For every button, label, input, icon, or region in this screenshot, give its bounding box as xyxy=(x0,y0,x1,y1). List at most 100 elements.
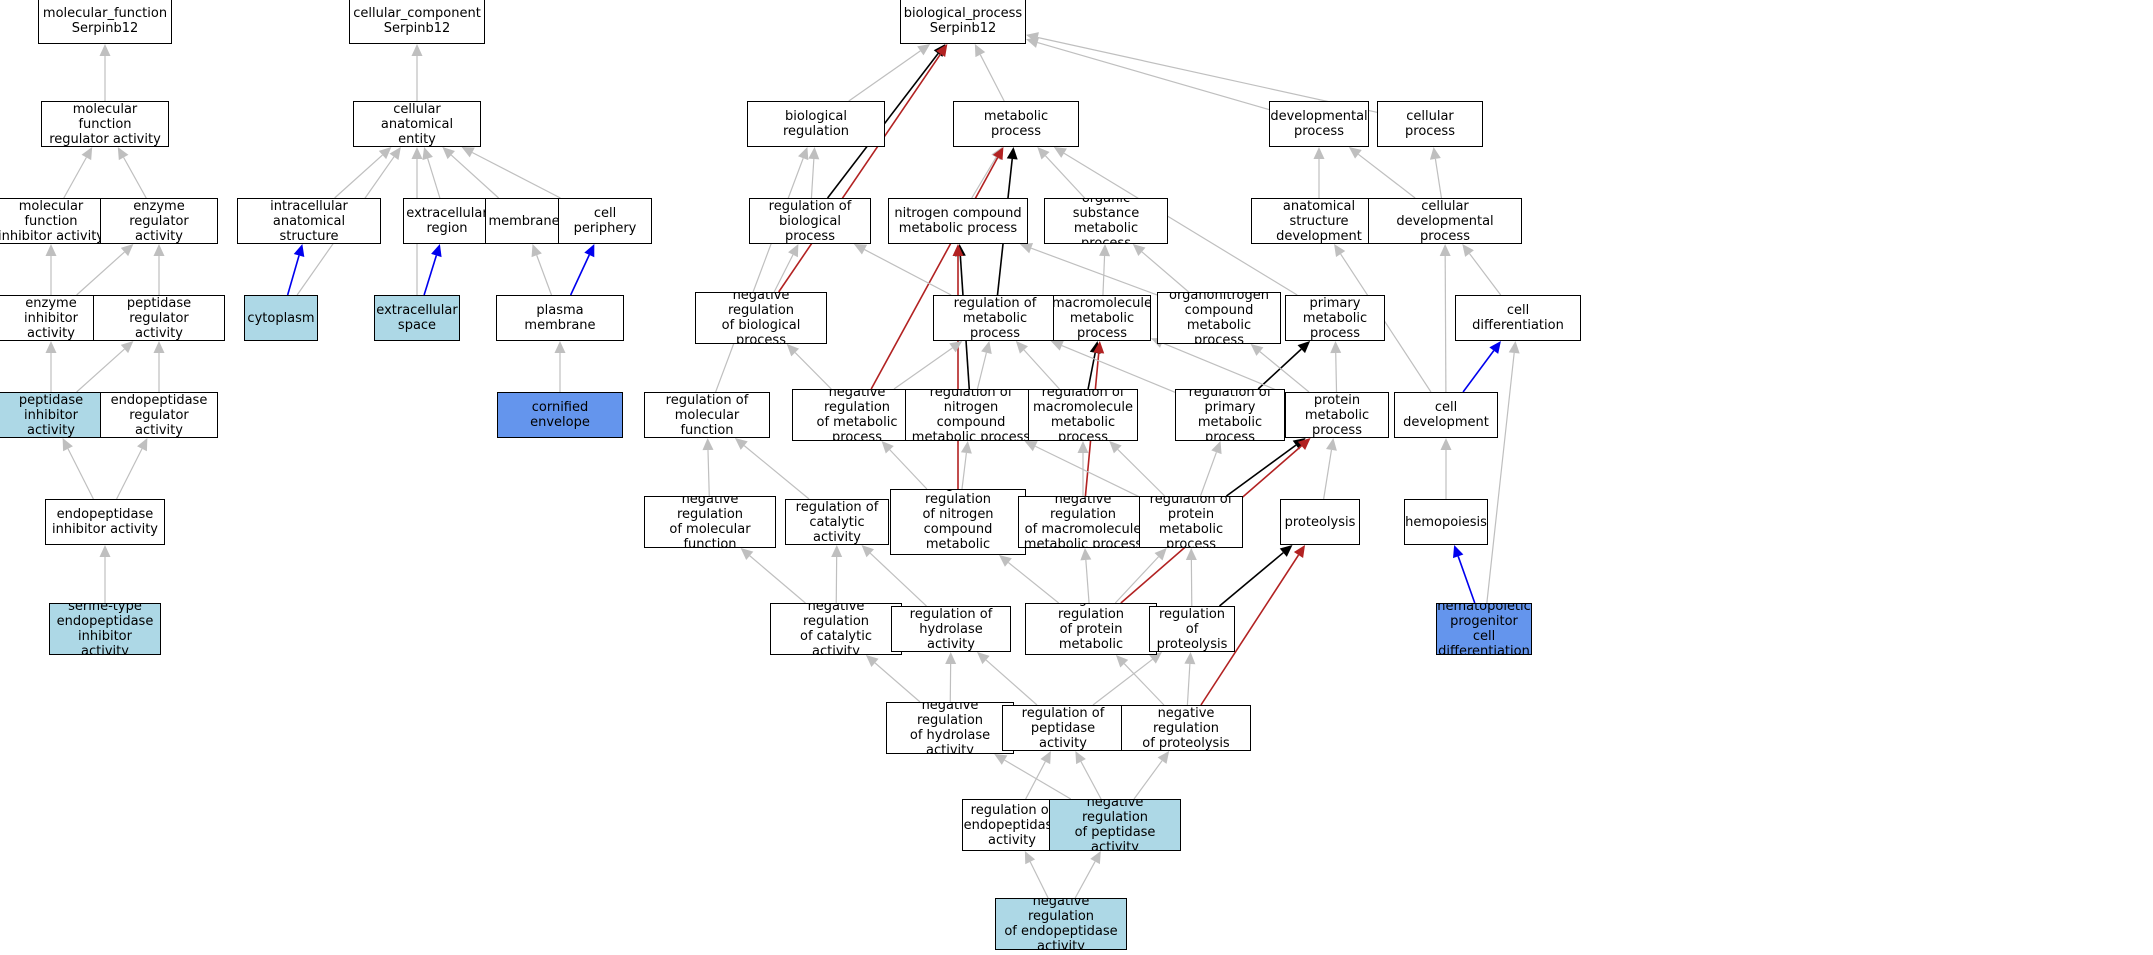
edge-neg_reg_proteolysis-to-reg_proteolysis xyxy=(1186,663,1191,706)
node-regulation-of-metabolic-process[interactable]: regulation of metabolic process xyxy=(933,295,1057,341)
node-regulation-of-molecular-function[interactable]: regulation of molecular function xyxy=(644,392,770,438)
edge-arrowhead-mf_inh-to-mf_reg xyxy=(81,147,93,161)
node-intracellular-anatomical-structure[interactable]: intracellular anatomical structure xyxy=(237,198,381,244)
node-plasma-membrane[interactable]: plasma membrane xyxy=(496,295,624,341)
node-negative-regulation-of-molecular-function[interactable]: negative regulation of molecular functio… xyxy=(644,496,776,548)
edge-reg_primary-to-primary xyxy=(1257,348,1302,390)
node-developmental-process[interactable]: developmental process xyxy=(1269,101,1369,147)
edge-neg_reg_endo-to-reg_endo xyxy=(1029,861,1049,899)
edge-neg_reg_mol-to-reg_mol xyxy=(707,449,710,497)
node-membrane[interactable]: membrane xyxy=(485,198,563,244)
node-negative-regulation-of-endopeptidase-activity[interactable]: negative regulation of endopeptidase act… xyxy=(995,898,1127,950)
edge-arrowhead-reg_metab-to-metab xyxy=(1006,147,1018,160)
edge-cytoplasm-to-ias xyxy=(286,255,300,296)
edge-neg_reg_metab-to-neg_reg_bio xyxy=(794,352,832,390)
node-cellular-component-root[interactable]: cellular_component Serpinb12 xyxy=(349,0,485,44)
node-regulation-of-hydrolase-activity[interactable]: regulation of hydrolase activity xyxy=(891,606,1011,652)
edge-neg_reg_nitro-to-reg_nitro xyxy=(961,452,967,490)
edge-protein_metab-to-primary xyxy=(1335,352,1338,393)
node-anatomical-structure-development[interactable]: anatomical structure development xyxy=(1251,198,1387,244)
edge-arrowhead-cytoplasm-to-cae xyxy=(389,147,401,160)
edge-arrowhead-reg_proteolysis-to-proteolysis xyxy=(1279,545,1293,557)
node-negative-regulation-of-hydrolase-activity[interactable]: negative regulation of hydrolase activit… xyxy=(886,702,1014,754)
node-regulation-of-primary-metabolic-process[interactable]: regulation of primary metabolic process xyxy=(1175,389,1285,441)
node-negative-regulation-of-protein-metabolic-process[interactable]: negative regulation of protein metabolic… xyxy=(1025,603,1157,655)
node-cornified-envelope[interactable]: cornified envelope xyxy=(497,392,623,438)
edge-arrowhead-reg_metab-to-reg_bio xyxy=(853,244,868,255)
node-cell-periphery[interactable]: cell periphery xyxy=(558,198,652,244)
node-organic-substance-metabolic-process[interactable]: organic substance metabolic process xyxy=(1044,198,1168,244)
node-peptidase-regulator-activity[interactable]: peptidase regulator activity xyxy=(93,295,225,341)
node-cell-differentiation[interactable]: cell differentiation xyxy=(1455,295,1581,341)
node-regulation-of-proteolysis[interactable]: regulation of proteolysis xyxy=(1149,606,1235,652)
edge-arrowhead-reg_mol-to-bio_reg xyxy=(798,147,809,161)
edge-enz_reg-to-mf_reg xyxy=(123,157,147,199)
node-endopeptidase-regulator-activity[interactable]: endopeptidase regulator activity xyxy=(100,392,218,438)
edge-protein_metab-to-macro xyxy=(1161,342,1286,395)
edge-arrowhead-neg_reg_proteolysis-to-proteolysis xyxy=(1293,545,1306,559)
node-cell-development[interactable]: cell development xyxy=(1394,392,1498,438)
node-metabolic-process[interactable]: metabolic process xyxy=(953,101,1079,147)
edge-arrowhead-reg_endo-to-reg_pep xyxy=(1040,751,1051,765)
edge-arrowhead-endo_reg-to-pep_reg xyxy=(153,341,165,353)
node-extracellular-space[interactable]: extracellular space xyxy=(374,295,460,341)
node-enzyme-regulator-activity[interactable]: enzyme regulator activity xyxy=(100,198,218,244)
node-negative-regulation-of-macromolecule-metabolic-process[interactable]: negative regulation of macromolecule met… xyxy=(1018,496,1148,548)
node-regulation-of-peptidase-activity[interactable]: regulation of peptidase activity xyxy=(1002,705,1124,751)
node-peptidase-inhibitor-activity[interactable]: peptidase inhibitor activity xyxy=(0,392,116,438)
node-molecular-function-regulator-activity[interactable]: molecular function regulator activity xyxy=(41,101,169,147)
node-molecular-function-root[interactable]: molecular_function Serpinb12 xyxy=(38,0,172,44)
node-cellular-anatomical-entity[interactable]: cellular anatomical entity xyxy=(353,101,481,147)
edge-neg_reg_pep-to-reg_pep xyxy=(1080,761,1102,800)
edge-mf_inh-to-mf_reg xyxy=(63,157,87,199)
node-serine-type-endopeptidase-inhibitor-activity[interactable]: serine-type endopeptidase inhibitor acti… xyxy=(49,603,161,655)
node-regulation-of-endopeptidase-activity[interactable]: regulation of endopeptidase activity xyxy=(962,799,1062,851)
node-proteolysis[interactable]: proteolysis xyxy=(1280,499,1360,545)
node-endopeptidase-inhibitor-activity[interactable]: endopeptidase inhibitor activity xyxy=(45,499,165,545)
edge-arrowhead-neg_reg_nitro-to-neg_reg_metab xyxy=(881,441,894,454)
edge-arrowhead-mf_reg-to-mf_root xyxy=(99,44,111,56)
node-negative-regulation-of-nitrogen-compound-metabolic-process[interactable]: negative regulation of nitrogen compound… xyxy=(890,489,1026,555)
node-organonitrogen-compound-metabolic-process[interactable]: organonitrogen compound metabolic proces… xyxy=(1157,292,1281,344)
node-hemopoiesis[interactable]: hemopoiesis xyxy=(1404,499,1488,545)
edge-reg_cat-to-reg_mol xyxy=(743,445,810,500)
edge-arrowhead-pep_inh-to-enz_inh xyxy=(45,341,57,353)
node-biological-regulation[interactable]: biological regulation xyxy=(747,101,885,147)
node-regulation-of-macromolecule-metabolic-process[interactable]: regulation of macromolecule metabolic pr… xyxy=(1028,389,1138,441)
node-cytoplasm[interactable]: cytoplasm xyxy=(244,295,318,341)
edge-metab-to-bp_root xyxy=(979,54,1005,102)
edge-reg_prot_metab-to-reg_primary xyxy=(1199,452,1217,497)
node-regulation-of-biological-process[interactable]: regulation of biological process xyxy=(749,198,871,244)
node-macromolecule-metabolic-process[interactable]: macromolecule metabolic process xyxy=(1053,295,1151,341)
node-regulation-of-catalytic-activity[interactable]: regulation of catalytic activity xyxy=(785,499,889,545)
node-extracellular-region[interactable]: extracellular region xyxy=(403,198,491,244)
node-biological-process-root[interactable]: biological_process Serpinb12 xyxy=(900,0,1026,44)
node-cellular-developmental-process[interactable]: cellular developmental process xyxy=(1368,198,1522,244)
edge-arrowhead-cell_diff-to-cell_dev_proc xyxy=(1462,244,1474,257)
node-molecular-function-inhibitor-activity[interactable]: molecular function inhibitor activity xyxy=(0,198,115,244)
node-enzyme-inhibitor-activity[interactable]: enzyme inhibitor activity xyxy=(0,295,110,341)
node-negative-regulation-of-metabolic-process[interactable]: negative regulation of metabolic process xyxy=(792,389,922,441)
node-cellular-process[interactable]: cellular process xyxy=(1377,101,1483,147)
node-nitrogen-compound-metabolic-process[interactable]: nitrogen compound metabolic process xyxy=(888,198,1028,244)
edge-ias-to-cae xyxy=(334,154,383,199)
node-hematopoietic-progenitor-cell-differentiation[interactable]: hematopoietic progenitor cell differenti… xyxy=(1436,603,1532,655)
node-negative-regulation-of-catalytic-activity[interactable]: negative regulation of catalytic activit… xyxy=(770,603,902,655)
node-regulation-of-protein-metabolic-process[interactable]: regulation of protein metabolic process xyxy=(1139,496,1243,548)
node-protein-metabolic-process[interactable]: protein metabolic process xyxy=(1285,392,1389,438)
edge-arrowhead-neg_reg_endo-to-reg_endo xyxy=(1024,851,1036,865)
node-negative-regulation-of-proteolysis[interactable]: negative regulation of proteolysis xyxy=(1121,705,1251,751)
edge-arrowhead-hemato-to-hemopoiesis xyxy=(1453,545,1464,559)
edge-arrowhead-endo_inh-to-endo_reg xyxy=(137,438,148,452)
edge-arrowhead-neg_reg_metab-to-reg_metab xyxy=(949,341,963,353)
edge-endo_inh-to-pep_inh xyxy=(67,448,94,500)
edge-plasma-to-membrane xyxy=(536,255,553,296)
edge-arrowhead-neg_reg_bio-to-reg_bio xyxy=(788,244,799,258)
node-negative-regulation-of-biological-process[interactable]: negative regulation of biological proces… xyxy=(695,292,827,344)
edge-reg_nitro-to-reg_metab xyxy=(976,352,988,390)
edge-arrowhead-neg_reg_cat-to-reg_cat xyxy=(831,545,843,558)
node-negative-regulation-of-peptidase-activity[interactable]: negative regulation of peptidase activit… xyxy=(1049,799,1181,851)
edge-arrowhead-anat_dev-to-dev xyxy=(1313,147,1325,159)
node-primary-metabolic-process[interactable]: primary metabolic process xyxy=(1285,295,1385,341)
node-regulation-of-nitrogen-compound-metabolic-process[interactable]: regulation of nitrogen compound metaboli… xyxy=(905,389,1037,441)
